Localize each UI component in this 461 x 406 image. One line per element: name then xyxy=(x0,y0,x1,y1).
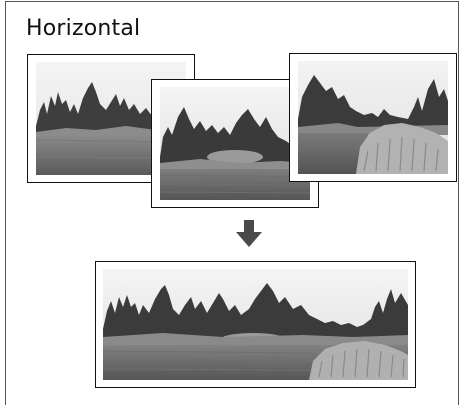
diagram-heading: Horizontal xyxy=(26,16,141,41)
panorama-image xyxy=(103,269,408,380)
arrow-down-icon xyxy=(236,220,262,247)
diagram-frame: Horizontal xyxy=(5,1,459,405)
panorama-result-photo xyxy=(95,261,416,388)
landscape-image-right xyxy=(298,61,448,174)
landscape-image-middle xyxy=(160,87,310,200)
source-photo-right xyxy=(289,53,457,182)
